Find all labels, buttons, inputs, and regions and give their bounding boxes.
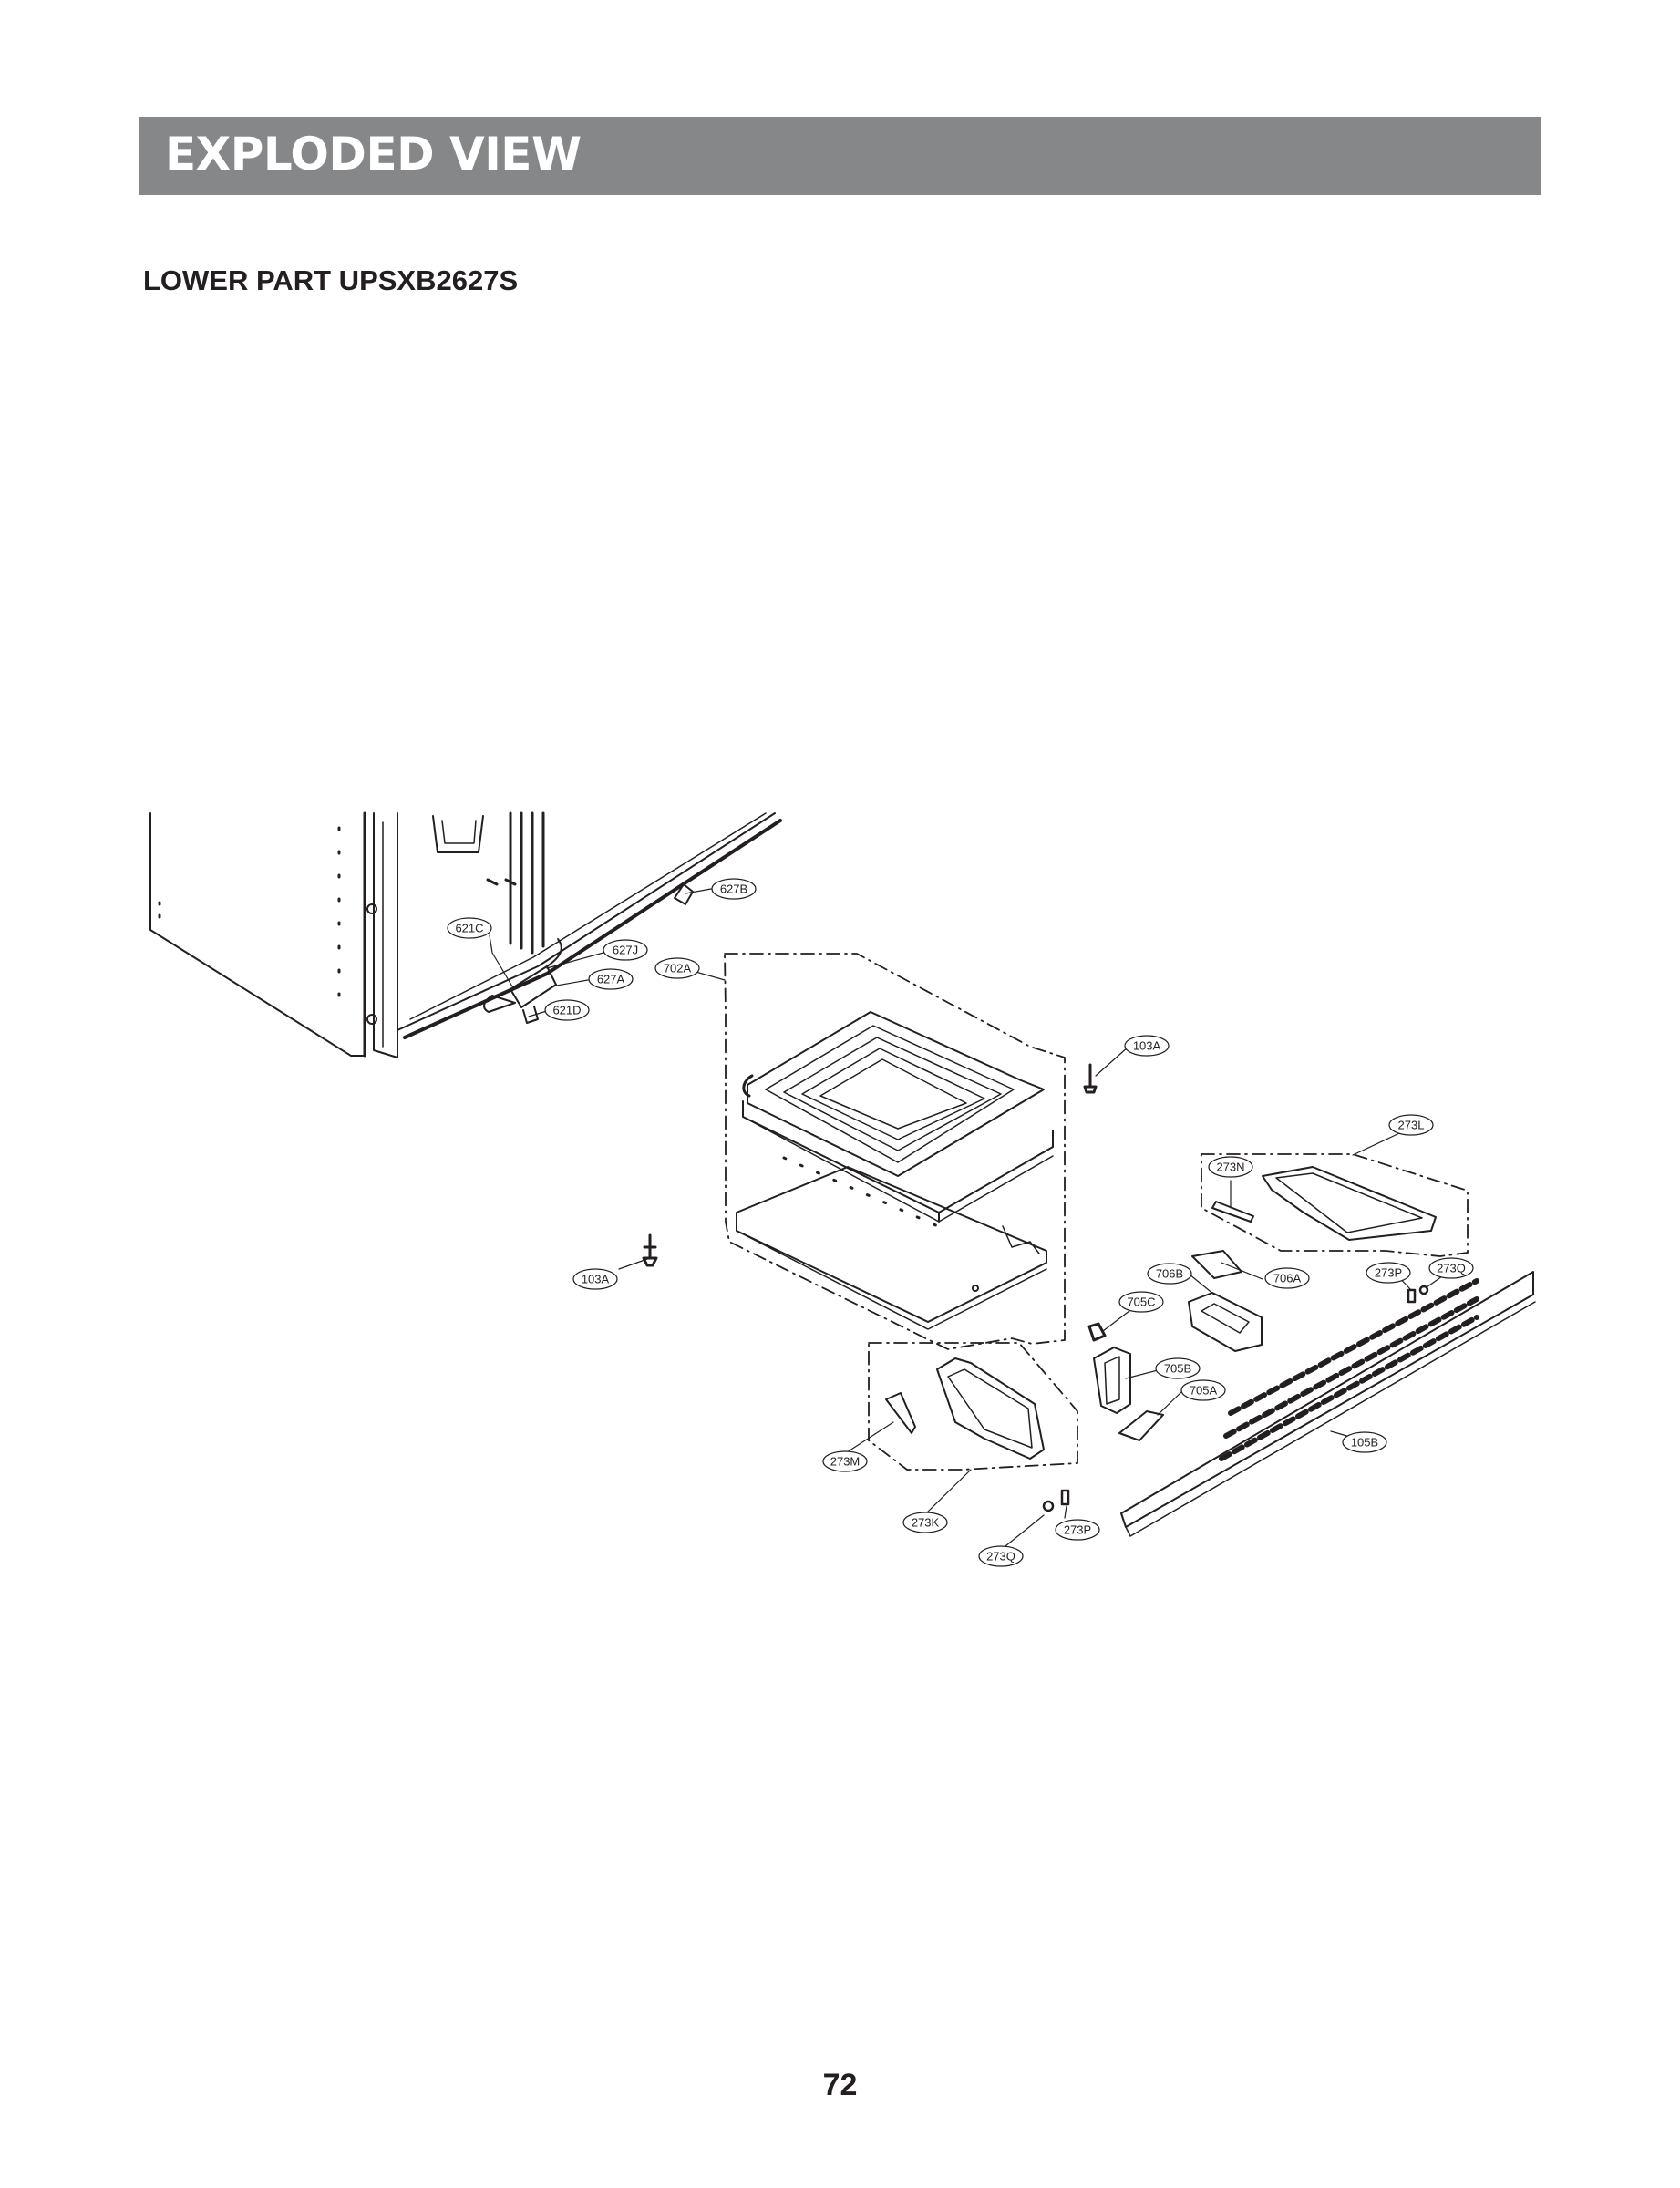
callout-705c: 705C (1118, 1291, 1164, 1313)
callout-273n: 273N (1208, 1156, 1253, 1178)
callout-273q-bottom: 273Q (978, 1545, 1024, 1567)
drain-assembly (483, 883, 694, 1024)
callout-706b: 706B (1147, 1263, 1192, 1285)
callout-273p-bottom: 273P (1055, 1519, 1100, 1541)
page-title: EXPLODED VIEW (165, 128, 582, 181)
callout-label: 103A (582, 1273, 610, 1286)
cabinet-body (149, 811, 782, 1058)
callout-label: 705C (1127, 1295, 1155, 1309)
callout-label: 273L (1398, 1119, 1425, 1132)
callout-273q-right: 273Q (1428, 1257, 1474, 1279)
hinge-bracket-right (1211, 1166, 1437, 1241)
bottom-plate (736, 1166, 1047, 1330)
callout-label: 702A (664, 962, 692, 975)
bracket-706b (1188, 1292, 1263, 1352)
callout-621c: 621C (447, 917, 492, 939)
callout-label: 706B (1156, 1267, 1183, 1281)
drain-pan-group-outline (724, 953, 1066, 1350)
callout-label: 705A (1190, 1384, 1218, 1398)
callout-627j: 627J (603, 939, 648, 961)
callout-label: 273P (1375, 1266, 1402, 1280)
page-number: 72 (822, 2068, 858, 2102)
callout-label: 621C (455, 922, 483, 935)
screw-273p-bottom (1060, 1489, 1070, 1506)
callout-label: 273Q (1437, 1262, 1466, 1275)
callout-label: 273P (1064, 1523, 1091, 1537)
callout-627b: 627B (711, 878, 757, 900)
callout-label: 706A (1273, 1272, 1302, 1285)
callout-705a: 705A (1180, 1379, 1226, 1401)
callout-702a: 702A (654, 957, 700, 979)
pin-273m (885, 1392, 916, 1434)
callout-705b: 705B (1155, 1357, 1201, 1379)
callout-273l: 273L (1388, 1114, 1434, 1136)
callout-label: 273Q (986, 1550, 1015, 1564)
callout-label: 627J (613, 944, 638, 957)
callout-105b: 105B (1342, 1431, 1387, 1453)
callout-273k: 273K (902, 1512, 948, 1533)
callout-273p-right: 273P (1366, 1262, 1411, 1284)
hinge-group-lower-outline (868, 1342, 1078, 1471)
hinge-group-right-outline (1201, 1153, 1469, 1257)
base-grille (1120, 1271, 1536, 1537)
callout-627a: 627A (588, 968, 634, 990)
clip-705a (1118, 1410, 1164, 1441)
bracket-705c (1087, 1322, 1107, 1342)
callout-label: 105B (1351, 1436, 1378, 1450)
condenser-coil (742, 1011, 1045, 1177)
nut-273q-right (1418, 1285, 1429, 1295)
callout-273m: 273M (822, 1450, 868, 1472)
screw-103a-left (642, 1233, 658, 1267)
handle-705b (1093, 1347, 1131, 1414)
callout-label: 103A (1133, 1039, 1161, 1053)
callout-706a: 706A (1264, 1267, 1310, 1289)
callout-label: 621D (552, 1004, 581, 1017)
hinge-bracket-lower (936, 1357, 1045, 1460)
callout-label: 627A (597, 973, 625, 986)
drain-pan-tray (742, 1100, 1054, 1233)
callout-label: 273M (830, 1455, 861, 1469)
nut-273q-bottom (1042, 1500, 1055, 1512)
callout-103a-top: 103A (1124, 1035, 1170, 1057)
callout-621d: 621D (544, 999, 590, 1021)
cover-706a (1191, 1250, 1242, 1279)
header-banner: EXPLODED VIEW (139, 117, 1541, 195)
callout-label: 705B (1164, 1362, 1191, 1376)
screw-273p-right (1407, 1288, 1417, 1304)
screw-103a-top (1083, 1063, 1098, 1094)
section-title: LOWER PART UPSXB2627S (143, 264, 519, 296)
callout-label: 627B (720, 882, 747, 896)
callout-103a-left: 103A (572, 1268, 618, 1290)
callout-label: 273K (912, 1516, 940, 1530)
callout-label: 273N (1216, 1161, 1244, 1174)
